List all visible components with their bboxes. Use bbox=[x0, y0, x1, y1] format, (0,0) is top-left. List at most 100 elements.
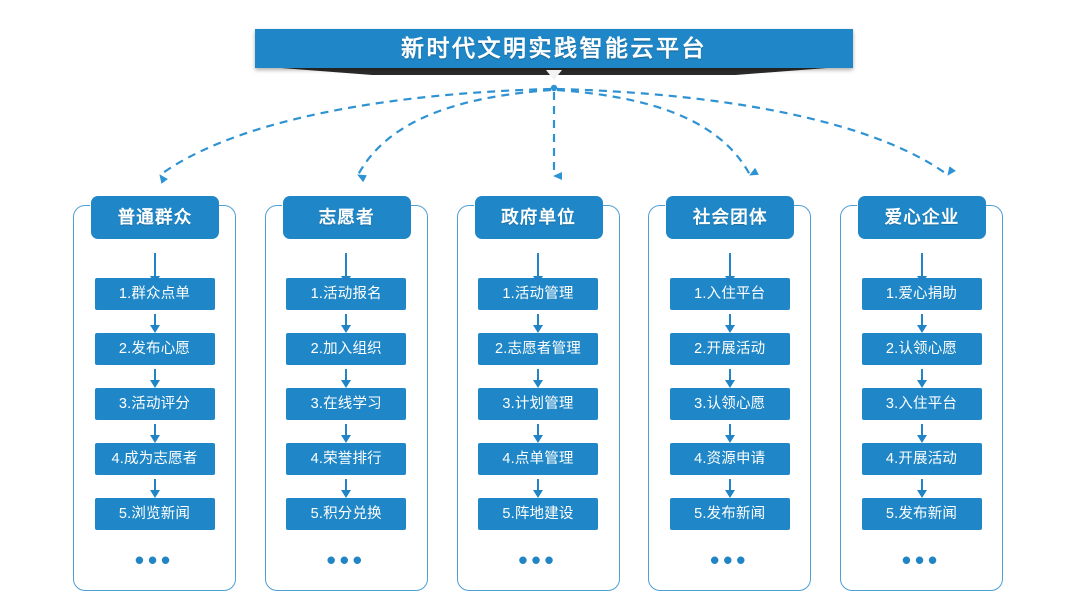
arrow-down-icon bbox=[533, 314, 543, 333]
more-items-ellipsis: ••• bbox=[710, 545, 750, 575]
arrow-down-icon bbox=[533, 253, 543, 284]
arrow-down-icon bbox=[149, 479, 160, 498]
item-label: 5.浏览新闻 bbox=[118, 505, 191, 522]
item-label: 5.发布新闻 bbox=[694, 505, 766, 522]
arrow-down-icon bbox=[724, 253, 735, 284]
item-label: 3.计划管理 bbox=[502, 395, 574, 412]
more-items-ellipsis: ••• bbox=[518, 545, 558, 575]
list-item[interactable]: 4.资源申请 bbox=[669, 443, 790, 475]
column-header-label: 普通群众 bbox=[117, 206, 193, 227]
item-label: 3.认领心愿 bbox=[694, 395, 766, 412]
arrow-down-icon bbox=[724, 424, 735, 443]
item-label: 5.发布新闻 bbox=[885, 505, 958, 522]
arrow-down-icon bbox=[916, 253, 927, 284]
arrow-down-icon bbox=[533, 424, 543, 443]
list-item[interactable]: 3.计划管理 bbox=[478, 388, 598, 420]
arrow-down-icon bbox=[916, 369, 927, 388]
list-item[interactable]: 2.发布心愿 bbox=[94, 333, 215, 365]
item-label: 3.入住平台 bbox=[885, 395, 958, 412]
connector-to-column-1 bbox=[159, 87, 552, 184]
list-item[interactable]: 5.浏览新闻 bbox=[94, 498, 215, 530]
item-label: 4.成为志愿者 bbox=[111, 450, 198, 467]
item-label: 2.发布心愿 bbox=[118, 340, 191, 357]
arrow-down-icon bbox=[916, 314, 927, 333]
connector-to-column-4 bbox=[556, 88, 759, 176]
item-label: 2.志愿者管理 bbox=[495, 340, 581, 357]
platform-title-banner: 新时代文明实践智能云平台 bbox=[255, 29, 853, 68]
item-label: 1.活动报名 bbox=[310, 285, 382, 302]
chevron-down-icon bbox=[546, 70, 562, 80]
column-header-1[interactable]: 普通群众 bbox=[91, 196, 219, 239]
arrow-down-icon bbox=[533, 479, 543, 498]
arrow-down-icon bbox=[724, 369, 735, 388]
arrow-down-icon bbox=[341, 369, 352, 388]
arrow-down-icon bbox=[341, 424, 352, 443]
column-header-label: 社会团体 bbox=[692, 206, 768, 227]
arrow-down-icon bbox=[149, 369, 160, 388]
arrow-down-icon bbox=[724, 479, 735, 498]
arrow-down-icon bbox=[724, 314, 735, 333]
connector-to-column-5 bbox=[556, 87, 956, 176]
list-item[interactable]: 4.开展活动 bbox=[861, 443, 982, 475]
arrow-down-icon bbox=[533, 369, 543, 388]
column-body: 1.爱心捐助 2.认领心愿 3.入住平台 4.开展活动 5.发布新闻 ••• bbox=[840, 253, 1003, 591]
list-item[interactable]: 4.成为志愿者 bbox=[94, 443, 215, 475]
item-label: 5.阵地建设 bbox=[502, 505, 574, 522]
arrow-down-icon bbox=[916, 424, 927, 443]
column-政府单位: 政府单位 1.活动管理 2.志愿者管理 3.计划管理 4.点单管理 5.阵地建设… bbox=[456, 196, 622, 593]
list-item[interactable]: 5.积分兑换 bbox=[286, 498, 407, 530]
more-items-ellipsis: ••• bbox=[134, 545, 175, 575]
column-header-label: 爱心企业 bbox=[884, 206, 960, 227]
arrow-down-icon bbox=[916, 479, 927, 498]
list-item[interactable]: 3.入住平台 bbox=[861, 388, 982, 420]
column-body: 1.活动管理 2.志愿者管理 3.计划管理 4.点单管理 5.阵地建设 ••• bbox=[457, 253, 620, 591]
item-label: 4.点单管理 bbox=[502, 450, 574, 467]
column-header-3[interactable]: 政府单位 bbox=[474, 196, 603, 239]
arrow-down-icon bbox=[341, 479, 352, 498]
arrow-down-icon bbox=[149, 424, 160, 443]
item-label: 4.开展活动 bbox=[885, 450, 958, 467]
column-body: 1.活动报名 2.加入组织 3.在线学习 4.荣誉排行 5.积分兑换 ••• bbox=[265, 253, 428, 591]
column-header-5[interactable]: 爱心企业 bbox=[858, 196, 986, 239]
item-label: 4.荣誉排行 bbox=[310, 450, 382, 467]
arrow-down-icon bbox=[149, 314, 160, 333]
item-label: 1.爱心捐助 bbox=[885, 285, 958, 302]
column-社会团体: 社会团体 1.入住平台 2.开展活动 3.认领心愿 4.资源申请 5.发布新闻 … bbox=[648, 196, 813, 593]
list-item[interactable]: 2.志愿者管理 bbox=[478, 333, 598, 365]
list-item[interactable]: 4.点单管理 bbox=[478, 443, 598, 475]
column-普通群众: 普通群众 1.群众点单 2.发布心愿 3.活动评分 4.成为志愿者 5.浏览新闻… bbox=[73, 196, 238, 593]
column-body: 1.入住平台 2.开展活动 3.认领心愿 4.资源申请 5.发布新闻 ••• bbox=[648, 253, 811, 591]
arrow-down-icon bbox=[341, 314, 352, 333]
list-item[interactable]: 3.活动评分 bbox=[94, 388, 215, 420]
item-label: 4.资源申请 bbox=[694, 450, 766, 467]
item-label: 2.开展活动 bbox=[694, 340, 766, 357]
list-item[interactable]: 4.荣誉排行 bbox=[286, 443, 407, 475]
list-item[interactable]: 5.阵地建设 bbox=[478, 498, 598, 530]
page-title: 新时代文明实践智能云平台 bbox=[401, 35, 707, 61]
column-header-label: 志愿者 bbox=[318, 206, 375, 227]
list-item[interactable]: 2.加入组织 bbox=[286, 333, 407, 365]
item-label: 1.入住平台 bbox=[694, 285, 766, 302]
item-label: 5.积分兑换 bbox=[310, 505, 382, 522]
list-item[interactable]: 3.认领心愿 bbox=[669, 388, 790, 420]
list-item[interactable]: 3.在线学习 bbox=[286, 388, 407, 420]
column-header-2[interactable]: 志愿者 bbox=[282, 196, 411, 239]
column-爱心企业: 爱心企业 1.爱心捐助 2.认领心愿 3.入住平台 4.开展活动 5.发布新闻 … bbox=[840, 196, 1005, 593]
item-label: 3.活动评分 bbox=[118, 395, 191, 412]
item-label: 3.在线学习 bbox=[310, 395, 382, 412]
more-items-ellipsis: ••• bbox=[326, 545, 366, 575]
list-item[interactable]: 2.开展活动 bbox=[669, 333, 790, 365]
list-item[interactable]: 5.发布新闻 bbox=[669, 498, 790, 530]
arrow-down-icon bbox=[341, 253, 352, 284]
column-header-4[interactable]: 社会团体 bbox=[666, 196, 795, 239]
item-label: 1.群众点单 bbox=[118, 285, 191, 302]
list-item[interactable]: 2.认领心愿 bbox=[861, 333, 982, 365]
list-item[interactable]: 5.发布新闻 bbox=[861, 498, 982, 530]
arrow-down-icon bbox=[149, 253, 160, 284]
role-columns: 普通群众 1.群众点单 2.发布心愿 3.活动评分 4.成为志愿者 5.浏览新闻… bbox=[73, 196, 1005, 593]
column-header-label: 政府单位 bbox=[501, 206, 576, 227]
item-label: 2.加入组织 bbox=[310, 340, 382, 357]
item-label: 1.活动管理 bbox=[502, 285, 574, 302]
column-body: 1.群众点单 2.发布心愿 3.活动评分 4.成为志愿者 5.浏览新闻 ••• bbox=[73, 253, 236, 591]
